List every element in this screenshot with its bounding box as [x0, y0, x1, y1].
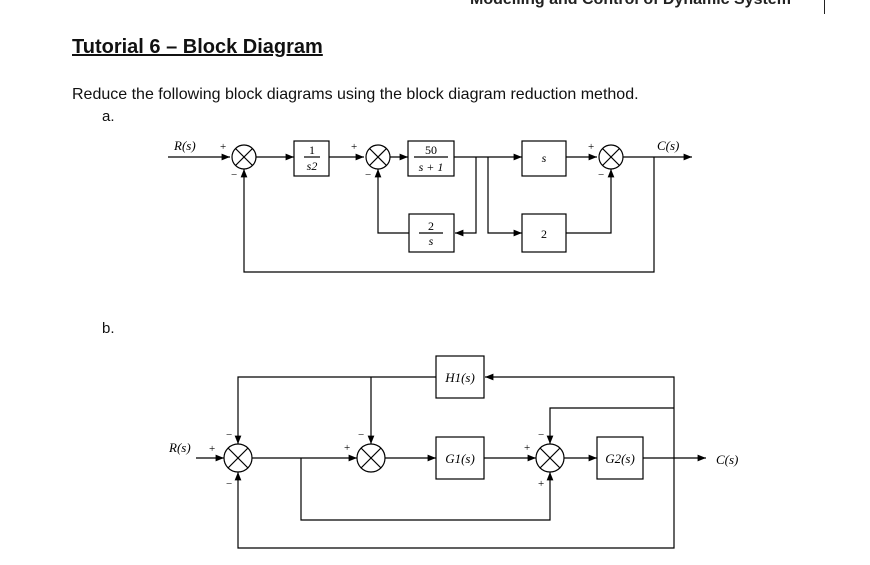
b-summing-junction-2	[356, 443, 386, 473]
instruction-text: Reduce the following block diagrams usin…	[72, 86, 639, 103]
a-b2-den: s + 1	[419, 160, 444, 174]
b-sign-1: +	[209, 443, 215, 455]
a-sign-1: +	[220, 141, 226, 153]
a-sign-5: +	[588, 141, 594, 153]
course-header: Modelling and Control of Dynamic System	[470, 0, 791, 9]
a-sign-6: −	[598, 169, 604, 181]
page-title: Tutorial 6 – Block Diagram	[72, 36, 323, 58]
a-sign-3: +	[351, 141, 357, 153]
b-output-label: C(s)	[716, 452, 738, 467]
b-sign-2: −	[226, 429, 232, 441]
b-sign-3: −	[226, 478, 232, 490]
a-b1-den: s2	[307, 159, 318, 173]
part-b-label: b.	[102, 320, 115, 337]
a-b4-den: s	[429, 234, 434, 248]
a-block-s	[521, 140, 567, 177]
b-g1-label: G1(s)	[445, 451, 475, 466]
b-h1-label: H1(s)	[444, 370, 475, 385]
b-summing-junction-3	[535, 443, 565, 473]
a-summing-junction-2	[365, 144, 391, 170]
a-sign-4: −	[365, 169, 371, 181]
header-divider	[824, 0, 825, 14]
a-input-label: R(s)	[173, 138, 196, 153]
a-block-1-over-s2	[293, 140, 330, 177]
a-b4-num: 2	[428, 219, 434, 233]
b-outer-feedback	[234, 458, 675, 549]
diagram-a	[168, 140, 692, 273]
b-sign-5: −	[358, 429, 364, 441]
a-outer-feedback	[240, 157, 655, 273]
b-sign-6: +	[524, 442, 530, 454]
diagram-b	[196, 355, 706, 549]
b-input-label: R(s)	[168, 440, 191, 455]
b-g2-label: G2(s)	[605, 451, 635, 466]
a-block-50-over-s-plus-1	[407, 140, 455, 177]
a-output-label: C(s)	[657, 138, 679, 153]
a-b3-label: s	[542, 151, 547, 165]
a-sign-2: −	[231, 169, 237, 181]
b-sign-7: −	[538, 429, 544, 441]
part-a-label: a.	[102, 108, 115, 125]
a-b2-num: 50	[425, 143, 437, 157]
b-sign-4: +	[344, 442, 350, 454]
b-summing-junction-1	[223, 443, 253, 473]
a-b1-num: 1	[309, 143, 315, 157]
a-summing-junction-3	[598, 144, 624, 170]
a-summing-junction-1	[231, 144, 257, 170]
b-sign-8: +	[538, 478, 544, 490]
a-b5-label: 2	[541, 227, 547, 241]
